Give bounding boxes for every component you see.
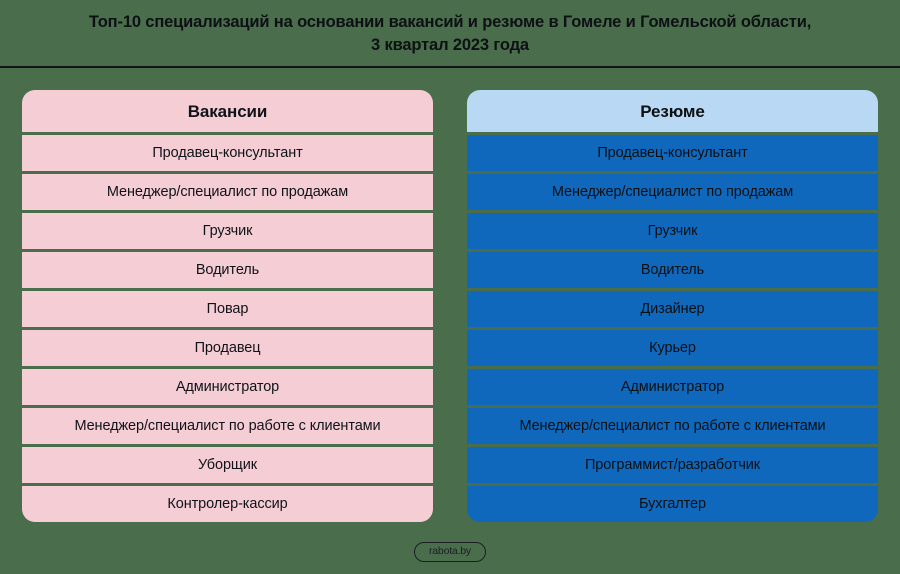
list-item[interactable]: Администратор [467,369,878,405]
column-header-vacancies: Вакансии [22,90,433,132]
list-item[interactable]: Контролер-кассир [22,486,433,522]
list-item[interactable]: Дизайнер [467,291,878,327]
list-item[interactable]: Программист/разработчик [467,447,878,483]
list-item[interactable]: Грузчик [467,213,878,249]
list-item[interactable]: Грузчик [22,213,433,249]
list-item[interactable]: Администратор [22,369,433,405]
title-divider [0,66,900,68]
comparison-columns: Вакансии Продавец-консультант Менеджер/с… [0,90,900,522]
list-item[interactable]: Водитель [467,252,878,288]
footer: rabota.by [0,542,900,562]
list-item[interactable]: Повар [22,291,433,327]
list-item[interactable]: Менеджер/специалист по продажам [467,174,878,210]
page-title-line-2: 3 квартал 2023 года [371,36,529,54]
list-item[interactable]: Продавец-консультант [467,135,878,171]
list-item[interactable]: Продавец [22,330,433,366]
list-item[interactable]: Продавец-консультант [22,135,433,171]
list-item[interactable]: Уборщик [22,447,433,483]
column-resumes: Резюме Продавец-консультант Менеджер/спе… [467,90,878,522]
list-item[interactable]: Бухгалтер [467,486,878,522]
list-item[interactable]: Менеджер/специалист по работе с клиентам… [467,408,878,444]
list-item[interactable]: Курьер [467,330,878,366]
page-title-line-1: Топ-10 специализаций на основании ваканс… [88,13,812,31]
list-item[interactable]: Менеджер/специалист по работе с клиентам… [22,408,433,444]
list-item[interactable]: Менеджер/специалист по продажам [22,174,433,210]
rabota-by-logo[interactable]: rabota.by [414,542,486,562]
list-item[interactable]: Водитель [22,252,433,288]
column-header-resumes: Резюме [467,90,878,132]
column-vacancies: Вакансии Продавец-консультант Менеджер/с… [22,90,433,522]
page-title: Топ-10 специализаций на основании ваканс… [0,0,900,57]
